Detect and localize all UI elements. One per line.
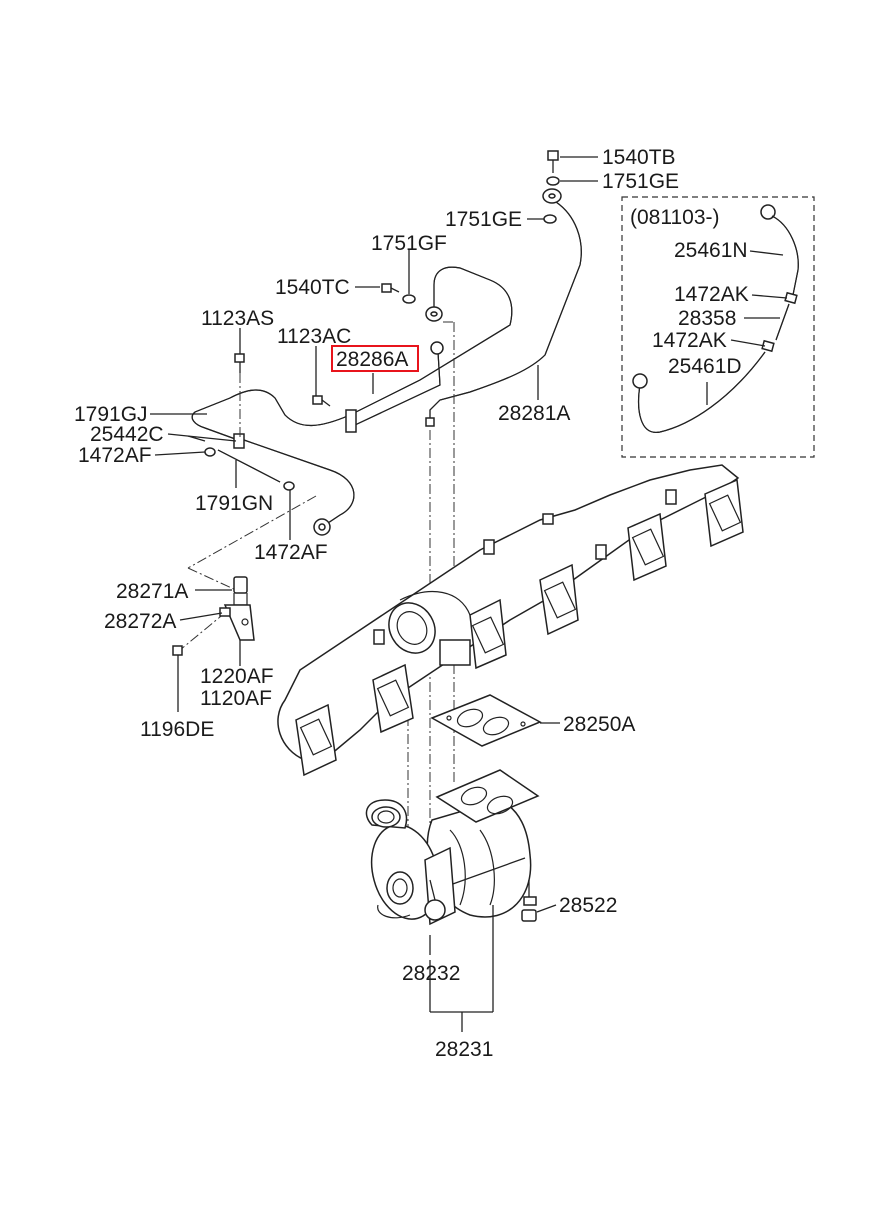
manifold-outlet	[388, 591, 471, 666]
label-28286A[interactable]: 28286A	[336, 348, 408, 371]
label-28250A[interactable]: 28250A	[563, 713, 635, 736]
label-28281A[interactable]: 28281A	[498, 402, 570, 425]
exhaust-manifold[interactable]	[277, 464, 744, 777]
highlight-box-28286A	[331, 345, 419, 372]
label-25461D[interactable]: 25461D	[668, 355, 742, 378]
label-25461N[interactable]: 25461N	[674, 239, 748, 262]
bolt-1196DE[interactable]	[172, 645, 183, 662]
label-28522[interactable]: 28522	[559, 894, 617, 917]
bolt-1540TB[interactable]	[547, 150, 559, 173]
manifold-flange-4	[539, 563, 579, 636]
part-labels: 1540TB 1751GE 1751GE 1751GF 1540TC 1123A…	[74, 146, 749, 1061]
bolt-1123AS[interactable]	[234, 353, 245, 373]
label-1751GE-b[interactable]: 1751GE	[445, 208, 522, 231]
label-1751GF[interactable]: 1751GF	[371, 232, 447, 255]
turbocharger-28231[interactable]	[362, 769, 540, 927]
label-1751GE-a[interactable]: 1751GE	[602, 170, 679, 193]
banjo-fitting-top[interactable]	[542, 188, 562, 204]
leader-lines	[150, 156, 788, 1032]
variant-label: (081103-)	[630, 206, 720, 229]
bolt-1123AC[interactable]	[312, 395, 331, 407]
gasket-28250A[interactable]	[430, 694, 542, 747]
nut-28522[interactable]	[521, 880, 537, 922]
bracket-28272A[interactable]	[219, 604, 255, 660]
label-1791GN[interactable]: 1791GN	[195, 492, 273, 515]
label-28358[interactable]: 28358	[678, 307, 736, 330]
label-1196DE[interactable]: 1196DE	[140, 718, 214, 741]
label-1472AF-b[interactable]: 1472AF	[254, 541, 328, 564]
label-1120AF[interactable]: 1120AF	[200, 687, 272, 710]
manifold-flange-5	[627, 512, 667, 582]
label-28232[interactable]: 28232	[402, 962, 460, 985]
label-1472AK-b[interactable]: 1472AK	[652, 329, 727, 352]
washer-1751GE-a[interactable]	[546, 176, 560, 186]
variant-box	[621, 196, 815, 458]
label-1123AS[interactable]: 1123AS	[201, 307, 274, 330]
label-1123AC[interactable]: 1123AC	[277, 325, 351, 348]
washer-1751GE-b[interactable]	[543, 214, 557, 224]
variant-oil-pipe[interactable]	[632, 204, 799, 433]
label-28271A[interactable]: 28271A	[116, 580, 188, 603]
actuator-28271A[interactable]	[233, 576, 248, 606]
label-1540TB[interactable]: 1540TB	[602, 146, 676, 169]
manifold-flange-6	[704, 478, 744, 548]
label-1791GJ[interactable]: 1791GJ	[74, 403, 148, 426]
manifold-flange-2	[372, 663, 414, 734]
bolt-1540TC[interactable]	[381, 283, 400, 293]
banjo-fitting-mid[interactable]	[425, 306, 444, 355]
oil-feed-pipe-28281A[interactable]	[425, 201, 582, 427]
label-28272A[interactable]: 28272A	[104, 610, 176, 633]
label-1472AK-a[interactable]: 1472AK	[674, 283, 749, 306]
label-1540TC[interactable]: 1540TC	[275, 276, 350, 299]
oil-pipe-28286A[interactable]	[191, 266, 513, 441]
washer-1751GF[interactable]	[402, 294, 416, 304]
label-25442C[interactable]: 25442C	[90, 423, 164, 446]
label-1220AF[interactable]: 1220AF	[200, 665, 274, 688]
manifold-flange-1	[295, 703, 337, 777]
label-28231[interactable]: 28231	[435, 1038, 493, 1061]
manifold-flange-3	[469, 598, 507, 670]
label-1472AF-a[interactable]: 1472AF	[78, 444, 152, 467]
oil-return-hose[interactable]	[187, 433, 355, 536]
